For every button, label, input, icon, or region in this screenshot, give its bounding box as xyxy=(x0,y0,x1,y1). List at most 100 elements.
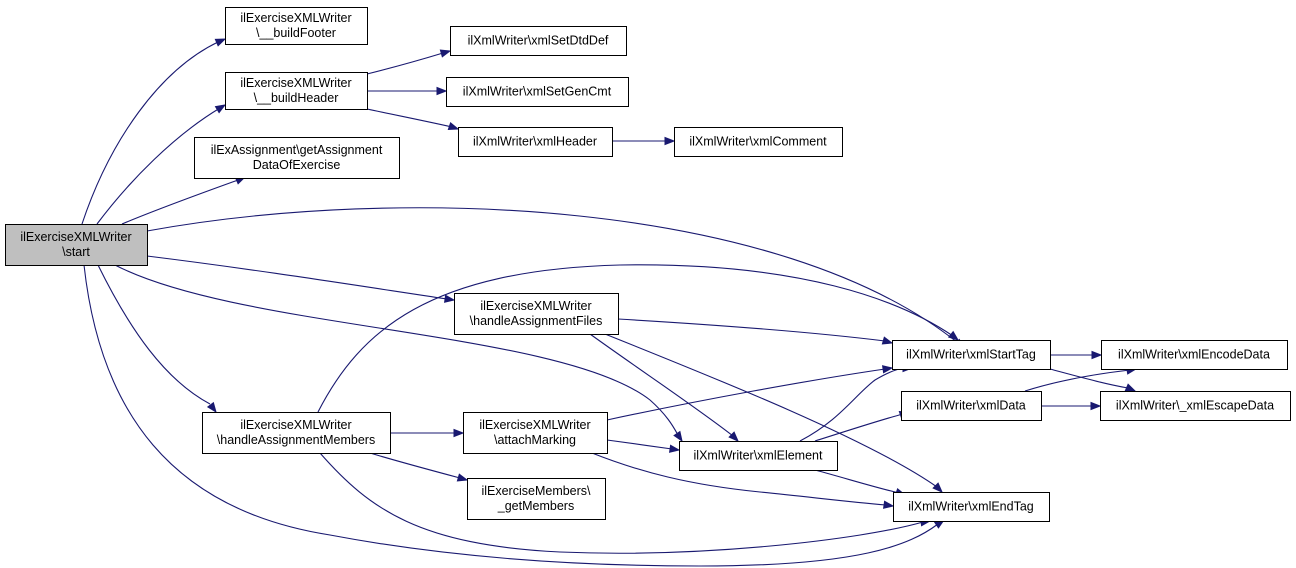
edge-start-to-handleFiles xyxy=(146,255,448,300)
node-box-xmlData xyxy=(901,391,1042,421)
edge-attachMarking-to-xmlElement xyxy=(606,439,673,450)
arrowhead-attachMarking-to-xmlEndTag xyxy=(882,500,895,509)
node-label-buildFooter-line-1: \__buildFooter xyxy=(256,26,336,40)
node-label-xmlData-line-0: ilXmlWriter\xmlData xyxy=(916,399,1026,413)
arrowhead-layer xyxy=(206,38,1138,529)
node-label-getAssignment-line-1: DataOfExercise xyxy=(253,158,341,172)
arrowhead-handleFiles-to-xmlStartTag xyxy=(881,336,894,345)
edge-handleMembers-to-xmlEndTag xyxy=(319,452,924,554)
node-buildFooter[interactable]: ilExerciseXMLWriter\__buildFooter xyxy=(225,7,368,45)
node-handleMembers[interactable]: ilExerciseXMLWriter\handleAssignmentMemb… xyxy=(202,412,391,454)
node-label-start-line-0: ilExerciseXMLWriter xyxy=(20,230,131,244)
edge-start-to-buildFooter xyxy=(81,41,219,225)
node-box-xmlHeader xyxy=(458,127,613,157)
node-label-handleMembers-line-0: ilExerciseXMLWriter xyxy=(240,418,351,432)
node-label-handleMembers-line-1: \handleAssignmentMembers xyxy=(217,433,375,447)
arrowhead-attachMarking-to-xmlElement xyxy=(668,444,681,453)
edge-xmlElement-to-xmlStartTag xyxy=(799,367,906,442)
arrowhead-handleFiles-to-xmlElement xyxy=(728,431,739,442)
arrowhead-handleMembers-to-attachMarking xyxy=(453,428,465,438)
node-box-xmlComment xyxy=(674,127,843,157)
node-box-buildFooter xyxy=(225,7,368,45)
arrowhead-attachMarking-to-xmlStartTag xyxy=(881,365,894,374)
edge-buildHeader-to-xmlHeader xyxy=(366,108,453,128)
node-xmlSetGenCmt[interactable]: ilXmlWriter\xmlSetGenCmt xyxy=(446,77,629,107)
arrowhead-handleMembers-to-getMembers xyxy=(456,473,469,482)
node-xmlEndTag[interactable]: ilXmlWriter\xmlEndTag xyxy=(893,492,1050,522)
node-label-attachMarking-line-1: \attachMarking xyxy=(494,433,576,447)
node-label-xmlComment-line-0: ilXmlWriter\xmlComment xyxy=(689,135,827,149)
arrowhead-handleMembers-to-xmlStartTag xyxy=(947,330,960,341)
node-attachMarking[interactable]: ilExerciseXMLWriter\attachMarking xyxy=(463,412,608,454)
node-label-xmlElement-line-0: ilXmlWriter\xmlElement xyxy=(694,449,823,463)
node-label-buildFooter-line-0: ilExerciseXMLWriter xyxy=(240,11,351,25)
node-box-getMembers xyxy=(467,478,606,520)
node-xmlElement[interactable]: ilXmlWriter\xmlElement xyxy=(679,441,838,471)
node-label-getMembers-line-0: ilExerciseMembers\ xyxy=(481,484,591,498)
node-handleFiles[interactable]: ilExerciseXMLWriter\handleAssignmentFile… xyxy=(454,293,619,335)
node-label-start-line-1: \start xyxy=(62,245,90,259)
node-label-xmlHeader-line-0: ilXmlWriter\xmlHeader xyxy=(473,135,597,149)
arrowhead-xmlHeader-to-xmlComment xyxy=(664,136,676,146)
node-box-xmlEscapeData xyxy=(1100,391,1291,421)
edge-handleFiles-to-xmlStartTag xyxy=(617,318,886,342)
edge-start-to-xmlElement xyxy=(114,264,679,436)
edge-start-to-xmlStartTag xyxy=(146,207,959,344)
edge-attachMarking-to-xmlEndTag xyxy=(591,452,887,506)
node-xmlEncodeData[interactable]: ilXmlWriter\xmlEncodeData xyxy=(1101,340,1288,370)
node-xmlStartTag[interactable]: ilXmlWriter\xmlStartTag xyxy=(892,340,1051,370)
edge-buildHeader-to-xmlSetDtdDef xyxy=(366,52,444,75)
arrowhead-buildHeader-to-xmlHeader xyxy=(447,121,460,131)
arrowhead-start-to-buildFooter xyxy=(214,38,227,47)
node-label-handleFiles-line-0: ilExerciseXMLWriter xyxy=(480,299,591,313)
edge-xmlElement-to-xmlEndTag xyxy=(814,469,900,494)
edge-attachMarking-to-xmlStartTag xyxy=(606,368,886,421)
edge-xmlStartTag-to-xmlEscapeData xyxy=(1049,368,1129,389)
edge-handleMembers-to-xmlStartTag xyxy=(317,264,954,413)
node-box-start xyxy=(5,224,148,266)
arrowhead-xmlStartTag-to-xmlEncodeData xyxy=(1091,350,1103,360)
arrowhead-xmlStartTag-to-xmlEscapeData xyxy=(1124,383,1137,392)
node-box-xmlStartTag xyxy=(892,340,1051,370)
node-xmlEscapeData[interactable]: ilXmlWriter\_xmlEscapeData xyxy=(1100,391,1291,421)
edge-xmlElement-to-xmlData xyxy=(814,413,904,442)
node-label-attachMarking-line-0: ilExerciseXMLWriter xyxy=(479,418,590,432)
arrowhead-xmlData-to-xmlEscapeData xyxy=(1090,401,1102,411)
node-xmlHeader[interactable]: ilXmlWriter\xmlHeader xyxy=(458,127,613,157)
arrowhead-start-to-buildHeader xyxy=(214,104,227,114)
node-label-xmlSetDtdDef-line-0: ilXmlWriter\xmlSetDtdDef xyxy=(468,34,609,48)
node-label-xmlEscapeData-line-0: ilXmlWriter\_xmlEscapeData xyxy=(1116,399,1274,413)
node-start[interactable]: ilExerciseXMLWriter\start xyxy=(5,224,148,266)
node-layer: ilExerciseXMLWriter\startilExerciseXMLWr… xyxy=(5,7,1291,522)
edge-start-to-handleMembers xyxy=(97,264,211,405)
node-getAssignment[interactable]: ilExAssignment\getAssignmentDataOfExerci… xyxy=(194,137,400,179)
node-xmlComment[interactable]: ilXmlWriter\xmlComment xyxy=(674,127,843,157)
node-box-xmlElement xyxy=(679,441,838,471)
arrowhead-buildHeader-to-xmlSetGenCmt xyxy=(436,86,448,96)
node-label-xmlEndTag-line-0: ilXmlWriter\xmlEndTag xyxy=(908,500,1034,514)
node-label-xmlEncodeData-line-0: ilXmlWriter\xmlEncodeData xyxy=(1118,348,1270,362)
node-box-buildHeader xyxy=(225,72,368,110)
node-box-handleMembers xyxy=(202,412,391,454)
node-buildHeader[interactable]: ilExerciseXMLWriter\__buildHeader xyxy=(225,72,368,110)
node-xmlData[interactable]: ilXmlWriter\xmlData xyxy=(901,391,1042,421)
node-box-xmlEncodeData xyxy=(1101,340,1288,370)
arrowhead-start-to-xmlElement xyxy=(673,430,683,443)
node-box-handleFiles xyxy=(454,293,619,335)
node-box-attachMarking xyxy=(463,412,608,454)
edge-start-to-getAssignment xyxy=(121,179,239,225)
node-label-handleFiles-line-1: \handleAssignmentFiles xyxy=(470,314,603,328)
node-box-getAssignment xyxy=(194,137,400,179)
node-getMembers[interactable]: ilExerciseMembers\_getMembers xyxy=(467,478,606,520)
node-xmlSetDtdDef[interactable]: ilXmlWriter\xmlSetDtdDef xyxy=(450,26,627,56)
node-label-getMembers-line-1: _getMembers xyxy=(497,499,574,513)
edge-start-to-xmlEndTag xyxy=(83,264,939,567)
node-label-buildHeader-line-1: \__buildHeader xyxy=(254,91,339,105)
node-label-xmlSetGenCmt-line-0: ilXmlWriter\xmlSetGenCmt xyxy=(463,85,612,99)
edge-start-to-buildHeader xyxy=(96,107,221,225)
node-box-xmlEndTag xyxy=(893,492,1050,522)
node-label-xmlStartTag-line-0: ilXmlWriter\xmlStartTag xyxy=(906,348,1036,362)
edge-layer xyxy=(81,41,1131,567)
edge-handleFiles-to-xmlEndTag xyxy=(604,333,938,488)
